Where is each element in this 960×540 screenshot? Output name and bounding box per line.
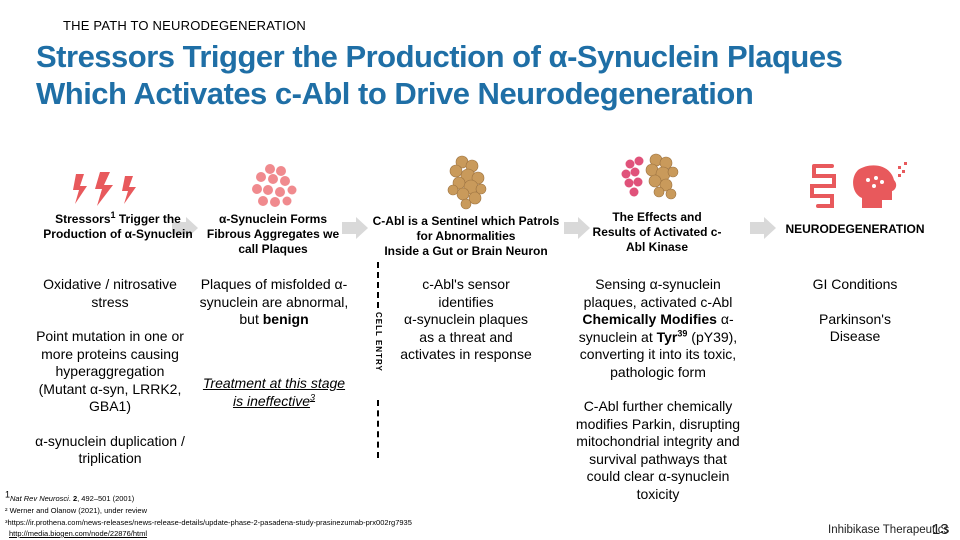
column-body-neurodegeneration: GI Conditions Parkinson's Disease [792,276,918,346]
footnote-marker: 1 [5,489,11,500]
footnote-marker: 3 [310,391,316,402]
body-text: Plaques of misfolded α-synuclein are abn… [199,276,349,327]
journal-name: Nat Rev Neurosci [10,494,69,503]
heading-text: Trigger the Production of α-Synuclein [43,212,193,241]
gut-and-brain-icon [810,162,907,208]
column-heading-effects: The Effects and Results of Activated c-A… [592,210,722,254]
column-heading-neurodegeneration: NEURODEGENERATION [785,222,925,236]
column-body-stressors: Oxidative / nitrosative stress Point mut… [30,276,190,468]
body-paragraph: α-synuclein duplication / triplication [35,432,185,467]
lightning-bolts-icon [73,172,136,206]
protein-structure-icon [447,155,487,210]
arrow-right-icon [564,217,590,239]
emphasis-text: Tyr [656,328,678,345]
arrow-right-icon [172,217,198,239]
body-text: α-synuclein at [578,311,734,345]
body-paragraph: GI Conditions [812,276,898,292]
body-paragraph: Parkinson's Disease [819,310,891,345]
body-paragraph: C-Abl further chemically modifies Parkin… [575,398,741,502]
body-paragraph: Oxidative / nitrosative stress [43,276,177,310]
column-body-effects: Sensing α-synuclein plaques, activated c… [572,276,744,503]
emphasis-text: Chemically Modifies [582,311,717,327]
page-title: Stressors Trigger the Production of α-Sy… [36,39,843,111]
column-body-sentinel: c-Abl's sensor identifies α-synuclein pl… [398,276,534,364]
volume-number: 2 [72,494,78,503]
treatment-note: Treatment at this stage is ineffective3 [196,375,352,410]
footnote-2: ² Werner and Olanow (2021), under review [5,506,148,515]
footnote-3: ³https://ir.prothena.com/news-releases/n… [5,518,412,527]
footnote-link[interactable]: http://media.biogen.com/node/22876/html [9,529,148,538]
column-heading-sentinel: C-Abl is a Sentinel which Patrols for Ab… [366,214,566,259]
footnote-text: , 492–501 (2001) [77,494,135,503]
cell-entry-divider [377,262,379,308]
section-eyebrow: THE PATH TO NEURODEGENERATION [63,18,306,33]
emphasis-text: benign [262,311,309,327]
footnote-1: 1Nat Rev Neurosci. 2, 492–501 (2001) [5,490,135,504]
heading-text: Stressors [55,212,111,226]
company-name: Inhibikase Therapeutics [828,524,950,536]
protein-with-aggregates-icon [621,153,679,200]
footnote-text: . [68,494,73,503]
superscript-text: 39 [677,327,688,338]
arrow-right-icon [750,217,776,239]
heading-line: Inside a Gut or Brain Neuron [384,244,548,258]
note-text: Treatment at this stage is ineffective [202,375,346,409]
body-paragraph: Point mutation in one or more proteins c… [36,328,184,414]
body-paragraph: α-synuclein plaques as a threat and acti… [400,311,532,362]
body-text: Sensing α-synuclein plaques, activated c… [583,276,733,310]
fibrous-aggregates-icon [252,164,297,207]
cell-entry-divider [377,400,379,458]
cell-entry-label: CELL ENTRY [374,312,383,372]
body-text: (pY39), converting it into its toxic, pa… [579,328,738,380]
column-heading-stressors: Stressors1 Trigger the Production of α-S… [38,210,198,242]
column-body-plaques: Plaques of misfolded α-synuclein are abn… [196,276,352,329]
body-paragraph: c-Abl's sensor identifies [422,276,510,310]
footnote-marker: 1 [110,210,116,220]
column-heading-plaques: α-Synuclein Forms Fibrous Aggregates we … [206,212,340,256]
heading-line: C-Abl is a Sentinel which Patrols for Ab… [372,214,560,243]
arrow-right-icon [342,217,368,239]
page-number: 13 [932,521,949,538]
